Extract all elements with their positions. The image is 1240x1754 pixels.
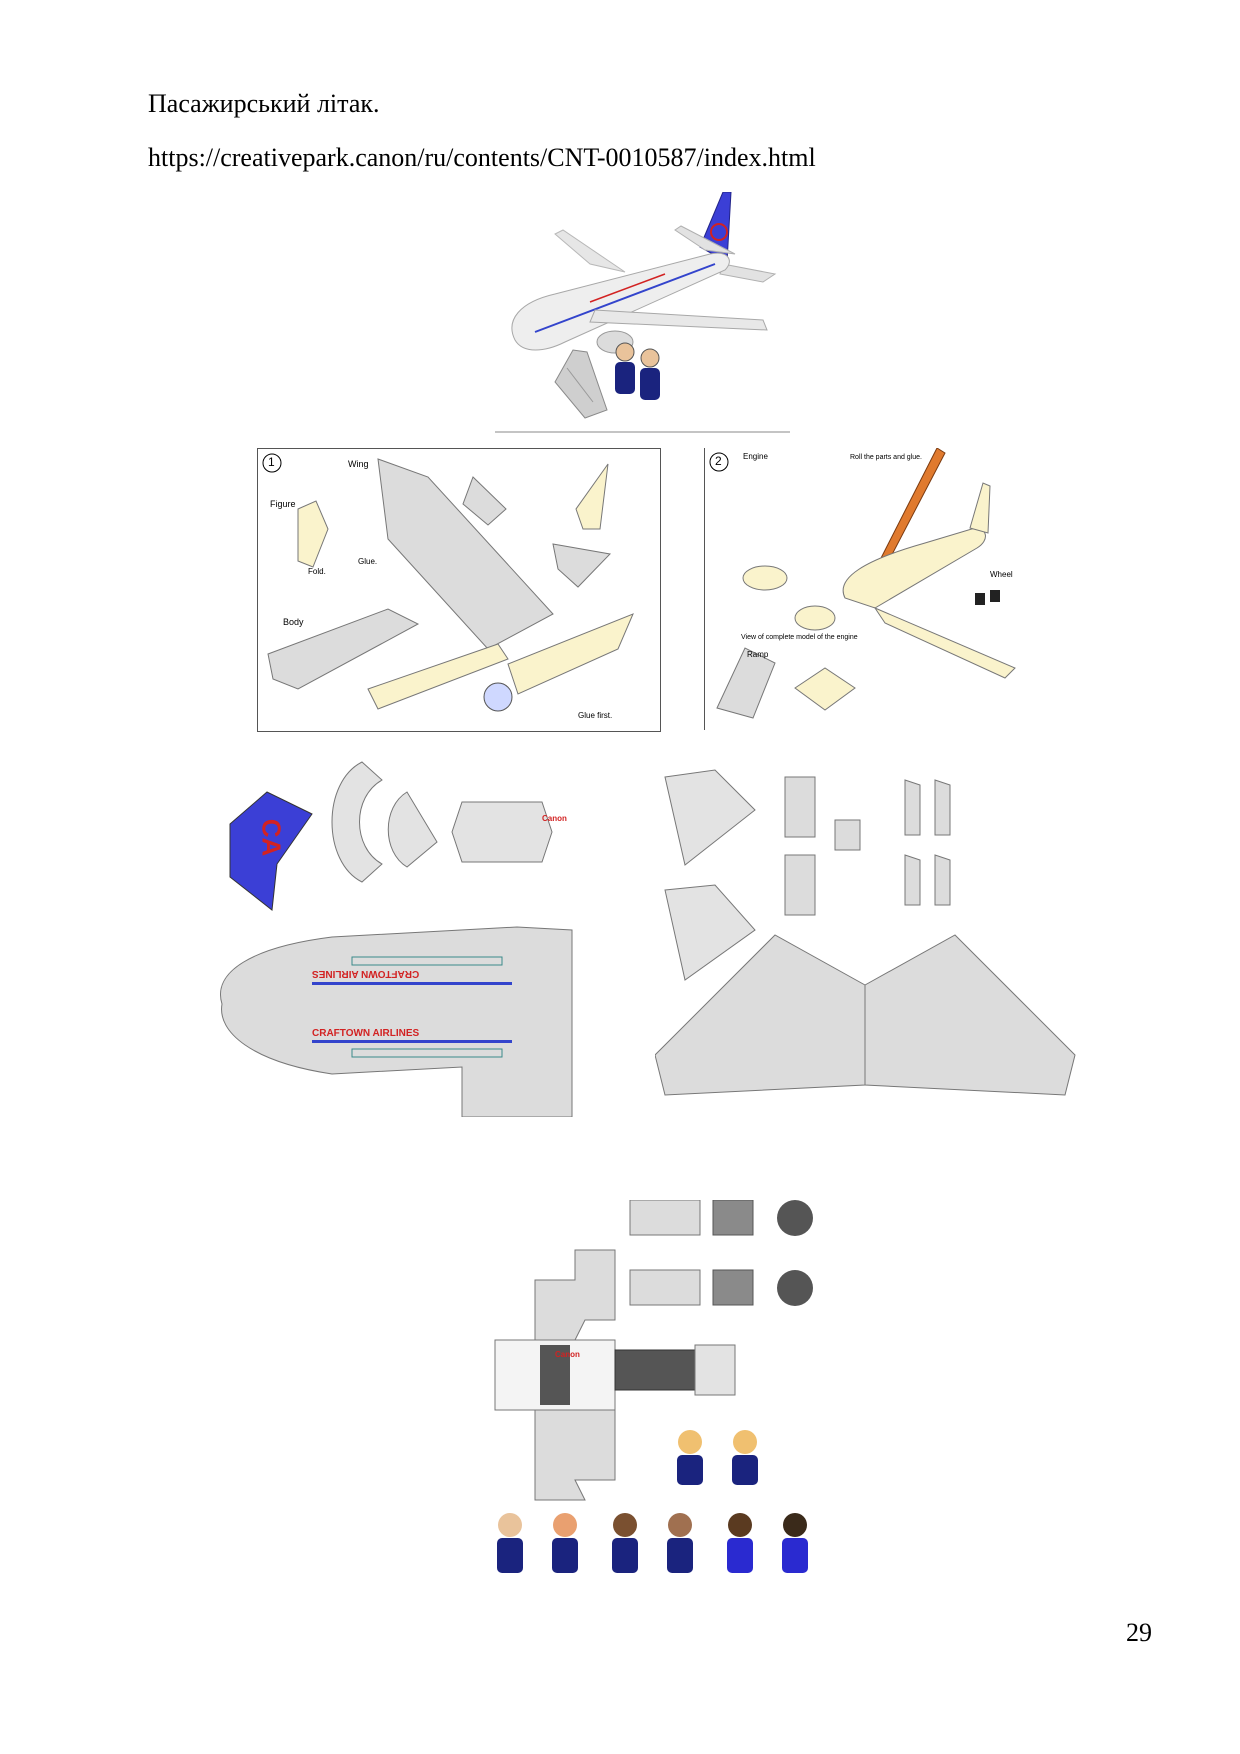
page-number: 29: [1126, 1618, 1152, 1647]
label-ramp: Ramp: [747, 650, 769, 659]
ramp-brand-label: Canon: [555, 1350, 580, 1359]
tail-logo-text: CA: [256, 818, 287, 857]
label-figure: Figure: [270, 499, 296, 509]
figure-cutout: [612, 1513, 638, 1573]
label-wing: Wing: [348, 459, 369, 469]
figure-cutout: [667, 1513, 693, 1573]
label-roll: Roll the parts and glue.: [850, 454, 922, 461]
label-engine: Engine: [743, 452, 768, 461]
brand-label: Canon: [542, 814, 567, 823]
label-glue-first: Glue first.: [578, 711, 613, 720]
wing-template-sheet: [655, 765, 1085, 1117]
step-1-number: 1: [268, 455, 275, 469]
step-2-number: 2: [715, 454, 722, 468]
label-wheel: Wheel: [990, 570, 1013, 579]
airline-name-top: CRAFTOWN AIRLINES: [312, 968, 420, 979]
fuselage-template-sheet: CA CRAFTOWN AIRLINES CRAFTOWN AIRLINES C…: [212, 752, 607, 1117]
airline-name-bottom: CRAFTOWN AIRLINES: [312, 1028, 420, 1039]
label-fold: Fold.: [308, 567, 326, 576]
figure-cutout: [677, 1430, 703, 1485]
ramp-engine-figures-sheet: Canon: [485, 1200, 825, 1580]
instruction-diagram-2: 2 Engine Roll the parts and glue. Wheel …: [704, 448, 1035, 730]
figure-cutouts: [497, 1430, 808, 1573]
label-body: Body: [283, 617, 304, 627]
assembled-airplane-photo: [495, 192, 805, 434]
label-view: View of complete model of the engine: [741, 634, 858, 641]
figure-cutout: [727, 1513, 753, 1573]
label-glue: Glue.: [358, 557, 378, 566]
page-title: Пасажирський літак.: [148, 89, 380, 118]
figure-cutout: [552, 1513, 578, 1573]
instruction-diagram-1: 1 Wing Figure Body Glue. Fold. Glue firs…: [257, 448, 661, 732]
source-url[interactable]: https://creativepark.canon/ru/contents/C…: [148, 143, 816, 172]
figure-cutout: [497, 1513, 523, 1573]
figure-cutout: [782, 1513, 808, 1573]
figure-cutout: [732, 1430, 758, 1485]
